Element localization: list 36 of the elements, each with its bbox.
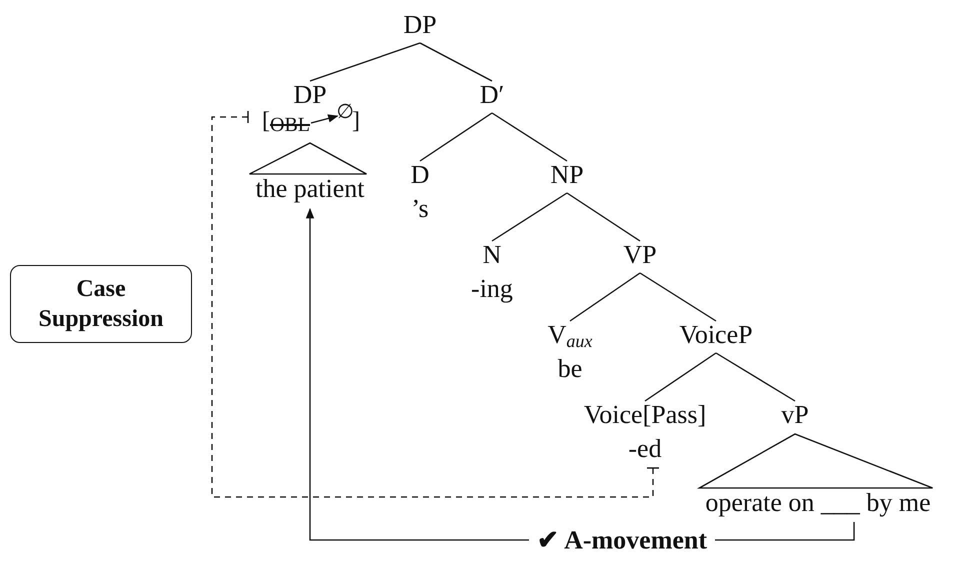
tree-branch: [570, 272, 640, 322]
category-label: VoiceP: [679, 319, 753, 351]
phrase-text: the patient: [256, 173, 364, 205]
tree-branch: [644, 352, 716, 402]
category-label: D: [410, 159, 430, 191]
category-label: Voice[Pass]: [584, 399, 706, 431]
morpheme-label: -ed: [627, 433, 663, 465]
tree-branch: [492, 192, 568, 242]
dashed-connector: [211, 110, 660, 498]
triangle-roof: [248, 142, 368, 175]
morpheme-label: ’s: [410, 193, 430, 225]
tree-branch: [492, 112, 568, 162]
category-label: VP: [623, 239, 657, 271]
category-label: vP: [781, 399, 809, 431]
tree-branch: [310, 42, 420, 82]
tree-branch: [420, 112, 492, 162]
category-label: V$_{aux}$: [548, 319, 592, 352]
feature-bracket: ]: [352, 108, 360, 135]
triangle-roof: [696, 433, 934, 489]
category-label: NP: [550, 159, 584, 191]
category-label: DP: [293, 79, 327, 111]
feature-value: OBL: [270, 113, 310, 137]
tree-branch: [566, 192, 640, 242]
feature-bracket: [: [262, 108, 270, 135]
morpheme-label: be: [556, 353, 584, 385]
arrow: [310, 114, 338, 124]
category-label: D′: [480, 79, 504, 111]
morpheme-label: -ing: [471, 273, 513, 305]
phrase-text: operate on ___ by me: [705, 487, 931, 519]
tree-branch: [640, 272, 716, 322]
annotation-box: Case Suppression: [10, 265, 192, 343]
feature-value: ∅: [336, 100, 354, 123]
tree-branch: [420, 42, 492, 82]
category-label: N: [482, 239, 502, 271]
tree-branch: [716, 352, 796, 402]
category-label: DP: [403, 9, 437, 41]
